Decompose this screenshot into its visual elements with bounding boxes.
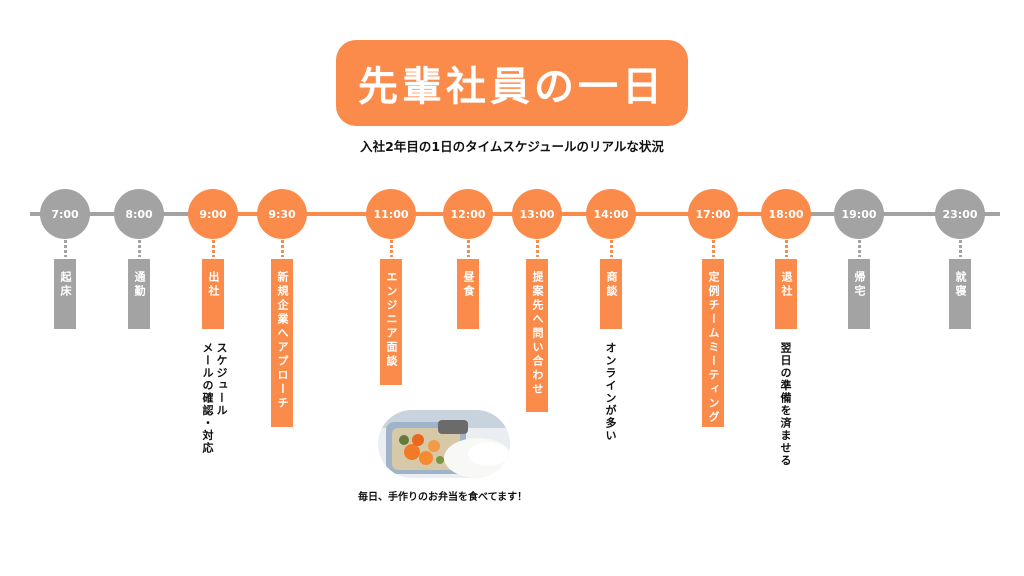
time-node: 13:00	[512, 189, 562, 239]
activity-box: 商談	[600, 259, 622, 329]
activity-label: 通勤	[133, 271, 146, 299]
dotted-connector	[609, 240, 613, 257]
time-node: 18:00	[761, 189, 811, 239]
activity-label: 商談	[605, 271, 618, 299]
activity-box: 退社	[775, 259, 797, 329]
time-node: 9:00	[188, 189, 238, 239]
time-node: 12:00	[443, 189, 493, 239]
activity-label: 退社	[780, 271, 793, 299]
activity-note: スケジュール メールの確認・対応	[201, 342, 228, 455]
time-node: 23:00	[935, 189, 985, 239]
activity-label: 帰宅	[853, 271, 866, 299]
activity-box: 定例チームミーティング	[702, 259, 724, 427]
activity-box: 提案先へ問い合わせ	[526, 259, 548, 412]
activity-label: 起床	[59, 271, 72, 299]
timeline-line-orange	[214, 212, 792, 216]
lunch-caption: 毎日、手作りのお弁当を食べてます！	[358, 492, 528, 503]
activity-label: 定例チームミーティング	[707, 271, 720, 425]
time-node: 8:00	[114, 189, 164, 239]
time-node: 9:30	[257, 189, 307, 239]
activity-box: 就寝	[949, 259, 971, 329]
dotted-connector	[711, 240, 715, 257]
dotted-connector	[784, 240, 788, 257]
activity-label: 就寝	[954, 271, 967, 299]
timeline-line-gray-right	[786, 212, 1000, 216]
activity-label: 出社	[207, 271, 220, 299]
activity-box: エンジニア面談	[380, 259, 402, 385]
activity-box: 通勤	[128, 259, 150, 329]
activity-label: 提案先へ問い合わせ	[531, 271, 544, 397]
dotted-connector	[211, 240, 215, 257]
dotted-connector	[857, 240, 861, 257]
activity-box: 帰宅	[848, 259, 870, 329]
activity-box: 出社	[202, 259, 224, 329]
activity-note: オンラインが多い	[604, 342, 617, 442]
title-banner: 先輩社員の一日	[336, 40, 688, 126]
activity-box: 新規企業へアプローチ	[271, 259, 293, 427]
dotted-connector	[535, 240, 539, 257]
page-subtitle: 入社2年目の1日のタイムスケジュールのリアルな状況	[360, 139, 664, 154]
dotted-connector	[466, 240, 470, 257]
dotted-connector	[958, 240, 962, 257]
activity-note: 翌日の準備を済ませる	[779, 342, 792, 467]
activity-box: 起床	[54, 259, 76, 329]
activity-label: エンジニア面談	[385, 271, 398, 369]
time-node: 7:00	[40, 189, 90, 239]
bento-photo	[378, 410, 510, 478]
dotted-connector	[280, 240, 284, 257]
time-node: 11:00	[366, 189, 416, 239]
page-title: 先輩社員の一日	[358, 64, 666, 110]
time-node: 14:00	[586, 189, 636, 239]
dotted-connector	[63, 240, 67, 257]
dotted-connector	[137, 240, 141, 257]
activity-box: 昼食	[457, 259, 479, 329]
dotted-connector	[389, 240, 393, 257]
time-node: 19:00	[834, 189, 884, 239]
time-node: 17:00	[688, 189, 738, 239]
activity-label: 昼食	[462, 271, 475, 299]
activity-label: 新規企業へアプローチ	[276, 271, 289, 411]
